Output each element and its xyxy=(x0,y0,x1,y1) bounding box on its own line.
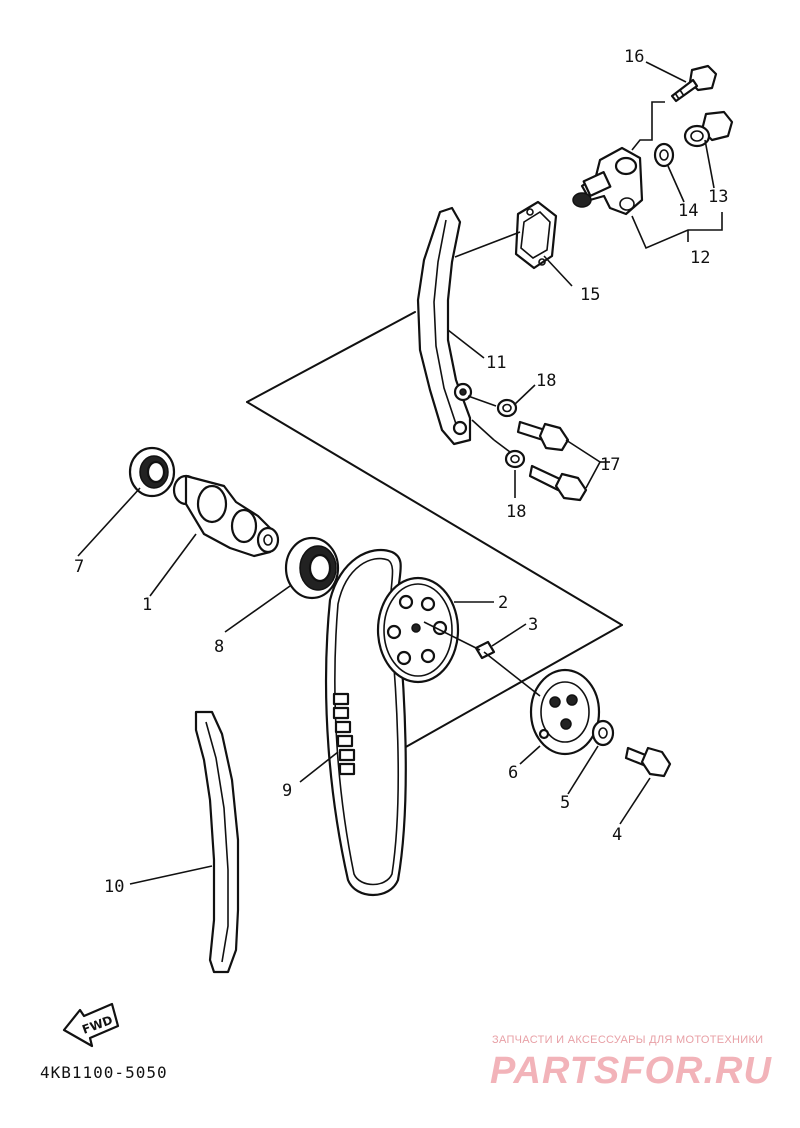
part-17-bolt-lower[interactable] xyxy=(528,464,588,502)
catalog-code: 4KB1100-5050 xyxy=(40,1063,168,1082)
label-part-9[interactable]: 9 xyxy=(282,781,292,801)
part-7-bearing[interactable] xyxy=(128,446,176,498)
part-13-bolt[interactable] xyxy=(683,110,734,148)
part-3-dowel-pin[interactable] xyxy=(423,621,496,660)
watermark-tagline: ЗАПЧАСТИ И АКСЕССУАРЫ ДЛЯ МОТОТЕХНИКИ xyxy=(492,1034,764,1046)
label-part-15[interactable]: 15 xyxy=(580,285,600,305)
part-12-tensioner[interactable] xyxy=(572,146,644,216)
part-4-bolt[interactable] xyxy=(624,746,672,778)
label-part-18-upper[interactable]: 18 xyxy=(536,371,556,391)
label-part-1[interactable]: 1 xyxy=(142,595,152,615)
part-1-camshaft[interactable] xyxy=(172,474,280,558)
assembly-outline xyxy=(246,311,623,749)
label-part-3[interactable]: 3 xyxy=(528,615,538,635)
fwd-arrow-icon: FWD xyxy=(62,1002,120,1048)
label-part-13[interactable]: 13 xyxy=(708,187,728,207)
label-part-16[interactable]: 16 xyxy=(624,47,644,67)
part-18-washer-upper[interactable] xyxy=(496,398,518,418)
part-17-bolt-upper[interactable] xyxy=(516,420,570,452)
part-8-bearing[interactable] xyxy=(284,536,340,600)
part-11-chain-guide[interactable] xyxy=(416,206,473,446)
watermark-logo: PARTSFOR.RU xyxy=(490,1050,772,1092)
part-18-washer-lower[interactable] xyxy=(504,449,526,469)
label-part-18-lower[interactable]: 18 xyxy=(506,502,526,522)
label-part-14[interactable]: 14 xyxy=(678,201,698,221)
label-part-2[interactable]: 2 xyxy=(498,593,508,613)
label-part-17[interactable]: 17 xyxy=(600,455,620,475)
label-part-10[interactable]: 10 xyxy=(104,877,124,897)
label-part-12[interactable]: 12 xyxy=(690,248,710,268)
part-2-cam-sprocket[interactable] xyxy=(376,576,460,684)
label-part-7[interactable]: 7 xyxy=(74,557,84,577)
label-part-11[interactable]: 11 xyxy=(486,353,506,373)
label-part-6[interactable]: 6 xyxy=(508,763,518,783)
part-6-plate[interactable] xyxy=(529,668,601,756)
label-part-8[interactable]: 8 xyxy=(214,637,224,657)
label-part-4[interactable]: 4 xyxy=(612,825,622,845)
part-10-chain-guide[interactable] xyxy=(194,710,240,974)
part-number-labels: 7 1 8 2 3 6 5 4 9 10 11 12 13 14 15 16 1… xyxy=(74,47,728,897)
part-5-washer[interactable] xyxy=(591,719,615,747)
leader-lines xyxy=(77,61,723,885)
label-part-5[interactable]: 5 xyxy=(560,793,570,813)
part-15-gasket[interactable] xyxy=(514,200,558,270)
part-16-bolt[interactable] xyxy=(670,64,718,103)
part-14-washer[interactable] xyxy=(653,142,675,168)
